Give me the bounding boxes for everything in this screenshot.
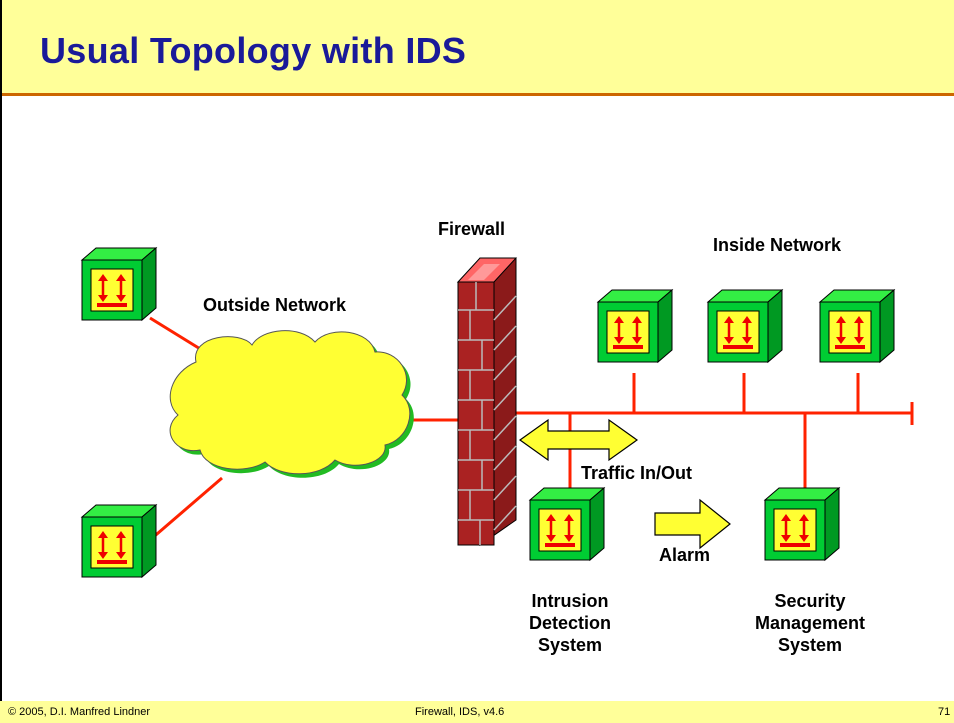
double-arrow-icon (518, 418, 639, 462)
sms-label: Security Management System (740, 590, 880, 656)
footer: © 2005, D.I. Manfred Lindner Firewall, I… (0, 701, 954, 723)
arrow-right-icon (654, 498, 731, 550)
traffic-label: Traffic In/Out (581, 463, 693, 483)
inside-host-1 (596, 288, 674, 364)
outside-host-top (80, 246, 158, 322)
sms-host (763, 486, 841, 562)
page-number: 71 (938, 706, 951, 718)
sms-label-line-2: Management (754, 613, 866, 633)
sms-label-line-3: System (777, 635, 843, 655)
inside-host-3 (818, 288, 896, 364)
title-bar: Usual Topology with IDS (0, 0, 954, 96)
sms-label-line-1: Security (774, 591, 846, 611)
outside-network-label: Outside Network (203, 295, 347, 315)
page-title: Usual Topology with IDS (40, 30, 467, 71)
link-outside-host-bottom (149, 476, 223, 542)
firewall-brick-icon (456, 257, 518, 546)
ids-label-line-2: Detection (528, 613, 611, 633)
alarm-label: Alarm (659, 545, 711, 565)
ids-label-line-3: System (537, 635, 603, 655)
inside-host-2 (706, 288, 784, 364)
cloud-icon (169, 330, 414, 478)
frame-border (0, 0, 2, 723)
ids-label-line-1: Intrusion (531, 591, 609, 611)
footer-copyright: © 2005, D.I. Manfred Lindner (8, 706, 151, 718)
footer-version: Firewall, IDS, v4.6 (415, 706, 505, 718)
ids-host (528, 486, 606, 562)
ids-label: Intrusion Detection System (510, 590, 630, 656)
inside-network-label: Inside Network (713, 235, 842, 255)
outside-host-bottom (80, 503, 158, 579)
firewall-label: Firewall (438, 219, 506, 239)
